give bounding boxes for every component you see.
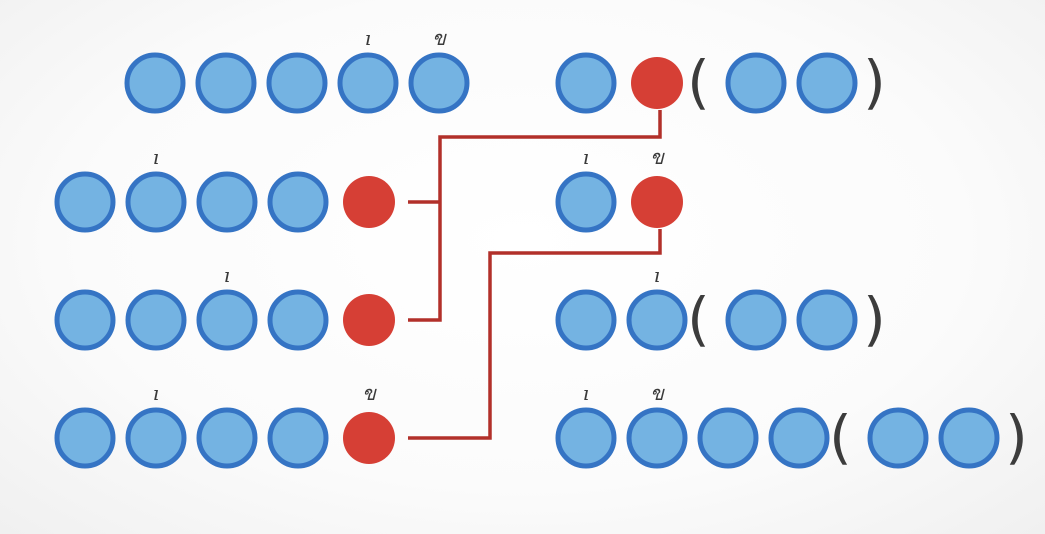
syllable-circle [267, 171, 329, 233]
syllable-circle [555, 171, 617, 233]
syllable-circle [267, 289, 329, 351]
row-left-2: ı [54, 145, 395, 233]
syllable-circle [796, 52, 858, 114]
connector-left4-to-right2 [408, 229, 662, 440]
syllable-circle [867, 407, 929, 469]
syllable-circle [337, 52, 399, 114]
connector-left3-to-right1 [408, 110, 662, 322]
syllable-circle [125, 407, 187, 469]
tone-mark-tick: ı [583, 145, 589, 169]
highlight-circle [343, 294, 395, 346]
row-right-3: ı () [555, 263, 886, 353]
syllable-circle [267, 407, 329, 469]
close-paren: ) [863, 285, 886, 353]
syllable-circle [938, 407, 1000, 469]
syllable-circle [196, 289, 258, 351]
syllable-circle [196, 171, 258, 233]
close-paren: ) [1005, 403, 1028, 471]
syllable-circle [796, 289, 858, 351]
syllable-circle [54, 171, 116, 233]
tone-mark-curl: ข [432, 26, 447, 50]
syllable-circle [408, 52, 470, 114]
open-paren: ( [687, 285, 710, 353]
tone-mark-curl: ข [650, 381, 665, 405]
connector-lines [408, 110, 662, 440]
syllable-circle [626, 407, 688, 469]
row-left-3: ı [54, 263, 395, 351]
syllable-circle [125, 171, 187, 233]
open-paren: ( [829, 403, 852, 471]
syllable-circle [697, 407, 759, 469]
syllable-circle [125, 289, 187, 351]
syllable-circle [54, 407, 116, 469]
open-paren: ( [687, 48, 710, 116]
syllable-circle [196, 407, 258, 469]
close-paren: ) [863, 48, 886, 116]
syllable-circle [555, 52, 617, 114]
highlight-circle [631, 176, 683, 228]
tone-mark-tick: ı [153, 381, 159, 405]
row-right-1: () [555, 48, 886, 116]
syllable-circle [124, 52, 186, 114]
syllable-circle [555, 289, 617, 351]
tone-mark-tick: ı [365, 26, 371, 50]
row-right-4: ı ข () [555, 381, 1028, 471]
highlight-circle [343, 412, 395, 464]
syllable-circle [555, 407, 617, 469]
tone-mark-tick: ı [654, 263, 660, 287]
syllable-circle [54, 289, 116, 351]
tone-mark-tick: ı [224, 263, 230, 287]
tone-mark-tick: ı [153, 145, 159, 169]
highlight-circle [343, 176, 395, 228]
syllable-circle [725, 52, 787, 114]
syllable-circle [626, 289, 688, 351]
syllable-circle [768, 407, 830, 469]
tone-mark-tick: ı [583, 381, 589, 405]
syllable-circle [725, 289, 787, 351]
syllable-circle [266, 52, 328, 114]
highlight-circle [631, 57, 683, 109]
syllable-circle [195, 52, 257, 114]
tone-mark-curl: ข [362, 381, 377, 405]
tone-mark-curl: ข [650, 145, 665, 169]
